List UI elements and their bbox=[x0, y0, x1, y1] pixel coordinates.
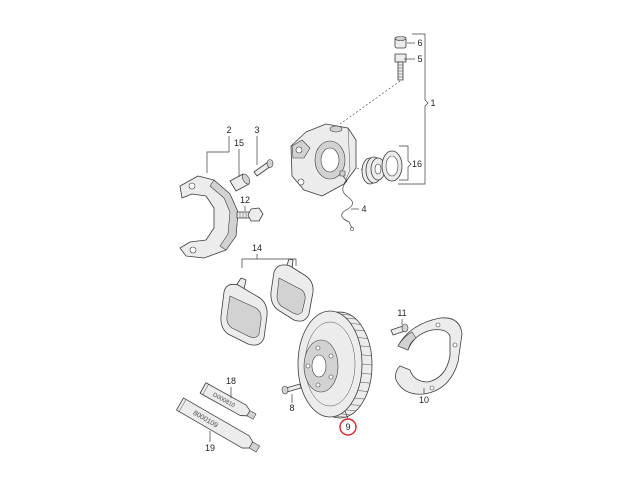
disc-vane bbox=[335, 415, 346, 418]
callout-5[interactable]: 5 bbox=[417, 54, 422, 64]
bracket-1 bbox=[398, 33, 429, 185]
carrier-bolt bbox=[236, 207, 264, 222]
callout-2[interactable]: 2 bbox=[226, 125, 231, 135]
disc-vane bbox=[354, 329, 365, 332]
brake-pad-outer bbox=[270, 258, 314, 322]
bracket-2 bbox=[206, 151, 229, 173]
guide-bolt bbox=[253, 159, 274, 177]
callout-6[interactable]: 6 bbox=[417, 38, 422, 48]
brake-disc bbox=[297, 310, 373, 419]
disc-vane bbox=[361, 372, 372, 375]
callout-16[interactable]: 16 bbox=[412, 159, 422, 169]
disc-vane bbox=[354, 397, 365, 400]
brake-caliper-housing bbox=[290, 123, 357, 197]
paste-tube-lower: 8000109 bbox=[176, 397, 260, 453]
disc-vane bbox=[350, 323, 361, 325]
caliper-carrier bbox=[179, 175, 239, 259]
disc-vanes bbox=[335, 311, 373, 418]
callout-12[interactable]: 12 bbox=[240, 195, 250, 205]
assembly-line bbox=[339, 80, 401, 125]
splash-shield bbox=[395, 317, 463, 395]
shield-bolt bbox=[390, 323, 409, 336]
disc-vane bbox=[350, 404, 361, 406]
bleeder-screw bbox=[394, 53, 407, 81]
piston-dust-boot bbox=[361, 156, 386, 185]
callout-4[interactable]: 4 bbox=[361, 204, 366, 214]
disc-vane bbox=[357, 390, 368, 392]
callouts: 6 5 1 16 2 3 15 12 4 14 11 18 10 8 9 19 bbox=[205, 38, 436, 453]
bleeder-cap bbox=[394, 36, 407, 49]
disc-vane bbox=[340, 313, 351, 316]
highlight-ring bbox=[339, 418, 357, 436]
leader-lines bbox=[206, 33, 429, 442]
leader-line bbox=[344, 410, 349, 420]
callout-3[interactable]: 3 bbox=[254, 125, 259, 135]
brake-pad-inner bbox=[220, 277, 268, 346]
disc-vane bbox=[335, 311, 346, 314]
disc-vane bbox=[361, 363, 373, 366]
callout-1[interactable]: 1 bbox=[430, 98, 435, 108]
disc-vane bbox=[361, 354, 372, 357]
callout-11[interactable]: 11 bbox=[397, 308, 406, 318]
wear-indicator-wire bbox=[339, 170, 354, 231]
bracket-16 bbox=[399, 145, 412, 181]
callout-10[interactable]: 10 bbox=[419, 395, 429, 405]
disc-vane bbox=[357, 337, 368, 339]
disc-vane bbox=[345, 409, 357, 412]
callout-15[interactable]: 15 bbox=[234, 138, 244, 148]
guide-sleeve bbox=[229, 173, 251, 192]
disc-vane bbox=[360, 345, 371, 348]
disc-vane bbox=[345, 317, 357, 320]
callout-18[interactable]: 18 bbox=[226, 376, 236, 386]
callout-8[interactable]: 8 bbox=[289, 403, 294, 413]
piston-seal-ring bbox=[381, 150, 403, 182]
bracket-14 bbox=[241, 258, 297, 268]
disc-vane bbox=[360, 381, 371, 384]
callout-9[interactable]: 9 bbox=[345, 422, 350, 432]
disc-retaining-screw bbox=[281, 383, 302, 395]
callout-19[interactable]: 19 bbox=[205, 443, 215, 453]
assembly-line bbox=[356, 167, 365, 171]
callout-14[interactable]: 14 bbox=[252, 243, 262, 253]
